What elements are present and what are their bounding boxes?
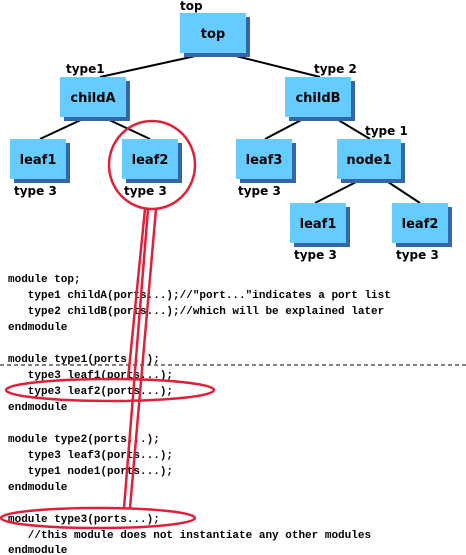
edge-top-childA <box>99 54 201 78</box>
tree-edges <box>39 54 421 204</box>
node-node1-leaf1-label: leaf1 <box>300 217 337 232</box>
type-node1-leaf2: type 3 <box>396 248 439 262</box>
type-leaf2: type 3 <box>124 184 167 198</box>
type-leaf3: type 3 <box>238 184 281 198</box>
node-leaf1-label: leaf1 <box>20 153 57 168</box>
code-line: module type1(ports...); <box>8 354 160 366</box>
edge-childB-leaf3 <box>264 117 306 140</box>
code-line: type1 childA(ports...);//"port..."indica… <box>8 290 391 302</box>
edge-top-childB <box>231 54 321 78</box>
code-line: module top; <box>8 274 81 286</box>
edge-node1-leaf2 <box>384 179 421 204</box>
edge-node1-leaf1 <box>314 179 361 204</box>
node-node1-leaf2-label: leaf2 <box>402 217 439 232</box>
code-line: endmodule <box>8 402 68 414</box>
code-line: endmodule <box>8 322 68 334</box>
connector-to-module-right <box>128 208 158 509</box>
code-listing: module top; type1 childA(ports...);//"po… <box>8 274 391 555</box>
connector-to-instance <box>126 208 147 380</box>
edge-childB-node1 <box>334 117 371 140</box>
node-childB: childB <box>285 77 355 121</box>
connector-to-module-left <box>122 208 150 509</box>
node-leaf3: leaf3 <box>236 139 296 183</box>
code-line: type3 leaf2(ports...); <box>8 386 173 398</box>
node-leaf2: leaf2 <box>122 139 182 183</box>
node-leaf2-label: leaf2 <box>132 153 169 168</box>
type-node1: type 1 <box>365 124 408 138</box>
node-childA: childA <box>60 77 130 121</box>
code-line: module type2(ports...); <box>8 434 160 446</box>
code-line: type2 childB(ports...);//which will be e… <box>8 306 384 318</box>
node-top: top <box>180 13 250 57</box>
code-line: endmodule <box>8 482 68 494</box>
highlight-annotations <box>0 119 216 530</box>
node-node1-label: node1 <box>346 153 391 168</box>
type-node1-leaf1: type 3 <box>294 248 337 262</box>
type-leaf1: type 3 <box>14 184 57 198</box>
highlight-ellipse-leaf2-instance <box>4 377 216 403</box>
code-line: type1 node1(ports...); <box>8 466 173 478</box>
code-line: endmodule <box>8 545 68 555</box>
node-leaf3-label: leaf3 <box>246 153 283 168</box>
edge-childA-leaf1 <box>39 117 86 140</box>
node-node1-leaf2: leaf2 <box>392 203 452 247</box>
code-line: type3 leaf3(ports...); <box>8 450 173 462</box>
code-line: module type3(ports...); <box>8 514 160 526</box>
type-childA: type1 <box>66 62 105 76</box>
node-leaf1: leaf1 <box>10 139 70 183</box>
highlight-circle-leaf2 <box>107 119 197 211</box>
code-line: //this module does not instantiate any o… <box>8 530 371 542</box>
node-node1: node1 <box>337 139 405 183</box>
node-top-label: top <box>201 27 225 42</box>
node-childA-label: childA <box>70 91 115 106</box>
type-childB: type 2 <box>314 62 357 76</box>
node-childB-label: childB <box>295 91 340 106</box>
top-caption: top <box>180 0 203 13</box>
highlight-ellipse-type3-module <box>0 506 197 530</box>
node-node1-leaf1: leaf1 <box>290 203 350 247</box>
